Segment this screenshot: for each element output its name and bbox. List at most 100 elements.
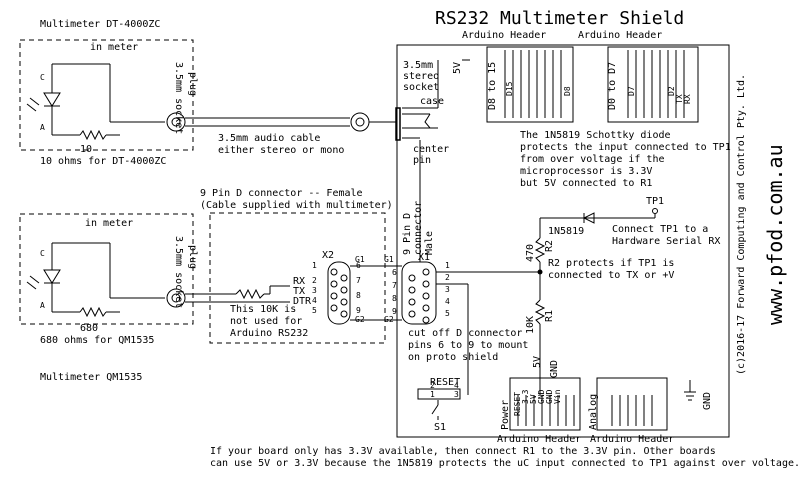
header-analog-box	[596, 377, 668, 431]
schottky-note-1: The 1N5819 Schottky diode	[520, 130, 671, 141]
d-female-title-2: (Cable supplied with multimeter)	[200, 200, 393, 211]
stereo-socket-label-3: socket	[403, 82, 439, 93]
tp1-note-1: Connect TP1 to a	[612, 224, 708, 235]
meter-bottom-plug-label: plug	[187, 245, 198, 269]
header-top-right-range: D0 to D7	[607, 62, 618, 110]
power-pin-5v: 5V	[529, 394, 538, 404]
header-top-right-title: Arduino Header	[578, 30, 662, 41]
d-female-rx: RX	[293, 276, 305, 287]
d-male-pin-label-6: 6	[392, 268, 397, 277]
d-male-pin-label-4: 4	[445, 297, 450, 306]
d-male-label-1: 9 Pin D	[402, 213, 413, 255]
meter-top-name: Multimeter DT-4000ZC	[40, 19, 160, 30]
meter-bottom-pin-c: C	[40, 249, 45, 258]
meter-top-resistor-value: 10	[80, 144, 92, 155]
r2-note-2: connected to TX or +V	[548, 270, 674, 281]
header-top-left-title: Arduino Header	[462, 30, 546, 41]
shield-board-outline	[396, 44, 730, 438]
d-male-pin-label-9: 9	[392, 307, 397, 316]
meter-top-pin-a: A	[40, 123, 45, 132]
header-top-left-pins	[504, 50, 562, 118]
r2-note-1: R2 protects if TP1 is	[548, 258, 674, 269]
header-top-left-box	[486, 46, 574, 123]
reset-pin-4: 4	[454, 381, 459, 390]
d-male-ref: X1	[418, 252, 430, 263]
header-power-box	[509, 377, 581, 431]
d-male-label-2: connector	[413, 201, 424, 255]
meter-bottom-pin-a: A	[40, 301, 45, 310]
d-female-pin-label-7: 7	[356, 276, 361, 285]
d-female-dtr: DTR	[293, 296, 312, 307]
d-male-pin-label-1: 1	[445, 261, 450, 270]
reset-switch-s1	[431, 400, 439, 420]
header-power-label: Power	[500, 400, 511, 430]
header-top-left-range: D8 to 15	[487, 62, 498, 110]
d-male-pins	[408, 268, 430, 324]
meter-top-resistor	[79, 129, 107, 141]
reset-pin-1: 1	[430, 390, 435, 399]
d-female-pin-label-8: 8	[356, 291, 361, 300]
meter-bottom-plug-outer	[166, 288, 186, 308]
meter-bottom-box-label: in meter	[85, 218, 133, 229]
d-female-note-3: Arduino RS232	[230, 328, 308, 339]
stereo-socket-label-1: 3.5mm	[403, 60, 433, 71]
junction-r1-r2	[537, 269, 543, 275]
r1-resistor	[534, 299, 546, 325]
stereo-socket-center-label-1: center	[413, 144, 449, 155]
reset-label: RESET	[430, 377, 460, 388]
d-female-pin-label-2: 2	[312, 276, 317, 285]
schottky-note-3: from over voltage if the	[520, 154, 665, 165]
d-male-cut-note-1: cut off D connector	[408, 328, 522, 339]
meter-top-box-label: in meter	[90, 42, 138, 53]
diode-name: 1N5819	[548, 226, 584, 237]
audio-cable-label-2: either stereo or mono	[218, 145, 344, 156]
meter-bottom-photodiode	[26, 243, 61, 312]
r1-supply-label: 5V	[532, 356, 543, 368]
power-pin-gnd-1: GND	[537, 389, 546, 404]
meter-top-socket-label: 3.5mm socket	[173, 62, 184, 134]
meter-bottom-resistor-value: 680	[80, 323, 98, 334]
meter-bottom-socket-label: 3.5mm socket	[173, 236, 184, 308]
meter-bottom-resistor-note: 680 ohms for QM1535	[40, 335, 154, 346]
header-analog-label: Analog	[588, 394, 599, 430]
stereo-socket	[395, 107, 438, 141]
audio-cable-plug-outer	[350, 112, 370, 132]
meter-bottom-name: Multimeter QM1535	[40, 372, 142, 383]
meter-top-photodiode	[26, 64, 61, 135]
audio-cable-label-1: 3.5mm audio cable	[218, 133, 320, 144]
stereo-socket-label-2: stereo	[403, 71, 439, 82]
power-pin-3v3: 3.3	[521, 389, 530, 404]
footnote-line-1: If your board only has 3.3V available, t…	[210, 446, 716, 457]
meter-top-plug-outer	[166, 112, 186, 132]
r1-ref: R1	[544, 310, 555, 322]
header-top-right-box	[607, 46, 699, 123]
meter-bottom-plug-inner	[171, 293, 181, 303]
d-male-pin-label-5: 5	[445, 309, 450, 318]
reset-pin-2: 2	[430, 381, 435, 390]
d-female-pin-label-9: 9	[356, 306, 361, 315]
power-pin-reset: RESET	[513, 392, 522, 416]
schottky-note-2: protects the input connected to TP1	[520, 142, 731, 153]
header-top-right-pin-rx: RX	[683, 94, 692, 104]
meter-top-pin-c: C	[40, 73, 45, 82]
d-male-shell	[401, 261, 437, 325]
header-top-right-pins	[627, 50, 685, 118]
footnote-line-2: can use 5V or 3.3V because the 1N5819 pr…	[210, 458, 800, 469]
tp1-label: TP1	[646, 196, 664, 207]
tp1-note-2: Hardware Serial RX	[612, 236, 720, 247]
website-url: www.pfod.com.au	[763, 144, 787, 325]
d-male-pin-label-2: 2	[445, 273, 450, 282]
schottky-note-5: but 5V connected to R1	[520, 178, 652, 189]
header-top-left-pin-d15: D15	[505, 81, 514, 96]
meter-top-plug-inner	[171, 117, 181, 127]
meter-top-resistor-note: 10 ohms for DT-4000ZC	[40, 156, 166, 167]
stereo-socket-case-label: case	[420, 96, 444, 107]
d-female-box	[209, 212, 386, 344]
r2-ref: R2	[544, 240, 555, 252]
d-male-pin-label-8: 8	[392, 294, 397, 303]
d-male-cut-note-3: on proto shield	[408, 352, 498, 363]
meter-bottom-resistor	[79, 306, 107, 318]
d-female-g1: G1	[355, 255, 365, 264]
supply-5v-label: 5V	[452, 62, 463, 74]
